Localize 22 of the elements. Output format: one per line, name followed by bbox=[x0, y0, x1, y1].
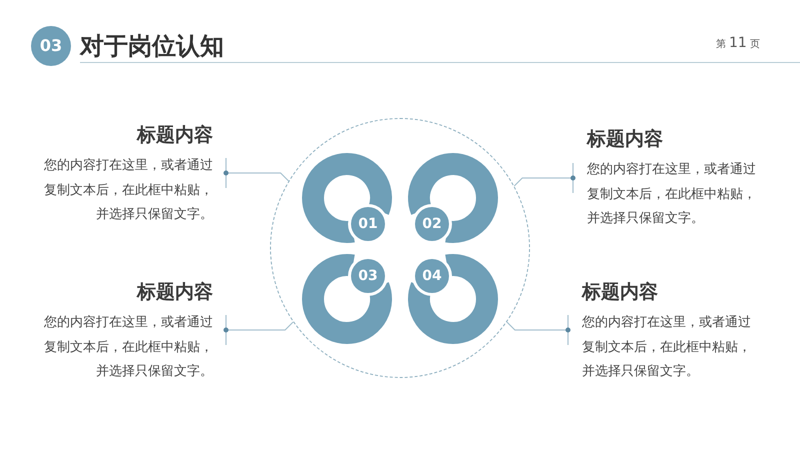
leader-line bbox=[223, 158, 290, 188]
item-description: 您的内容打在这里，或者通过复制文本后，在此框中粘贴，并选择只保留文字。 bbox=[43, 157, 213, 224]
leader-line bbox=[506, 314, 571, 346]
section-number: 03 bbox=[31, 26, 71, 66]
item-description: 您的内容打在这里，或者通过复制文本后，在此框中粘贴，并选择只保留文字。 bbox=[582, 314, 752, 381]
item-description: 您的内容打在这里，或者通过复制文本后，在此框中粘贴，并选择只保留文字。 bbox=[587, 161, 757, 228]
page-label: 页 bbox=[750, 38, 760, 52]
item-heading: 标题内容 bbox=[136, 123, 213, 148]
number-circle: 04 bbox=[415, 259, 449, 293]
number-circle: 01 bbox=[351, 207, 385, 241]
page-label: 第 bbox=[716, 38, 726, 52]
item-heading: 标题内容 bbox=[582, 280, 659, 305]
item-heading: 标题内容 bbox=[136, 280, 213, 305]
page-number: 11 bbox=[729, 34, 747, 52]
item-description: 您的内容打在这里，或者通过复制文本后，在此框中粘贴，并选择只保留文字。 bbox=[43, 314, 213, 381]
dashed-circle bbox=[270, 118, 530, 378]
number-circle: 03 bbox=[351, 259, 385, 293]
leader-line bbox=[514, 162, 576, 194]
slide-title: 对于岗位认知 bbox=[80, 31, 224, 62]
leader-line bbox=[223, 314, 294, 346]
item-heading: 标题内容 bbox=[587, 127, 664, 152]
number-circle: 02 bbox=[415, 207, 449, 241]
